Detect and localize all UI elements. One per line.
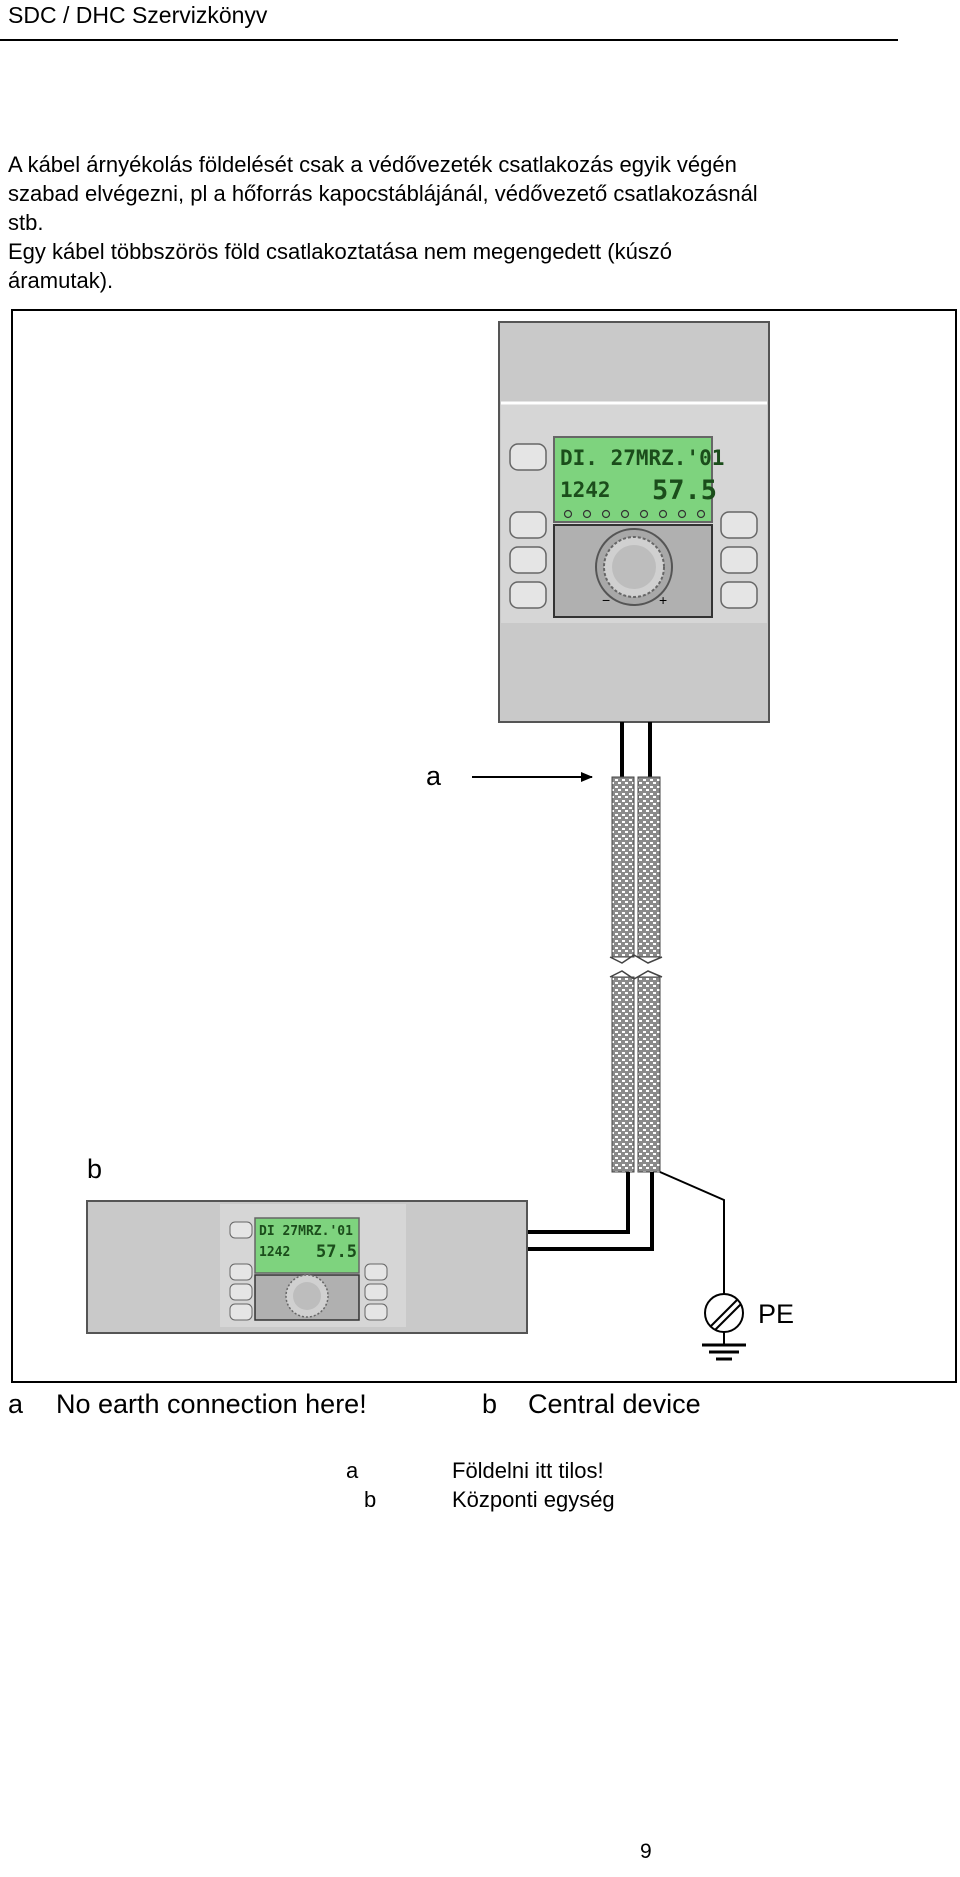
shielded-cable-lower: [609, 970, 663, 1173]
legend-b-key: b: [364, 1487, 377, 1512]
mode-symbols: [563, 509, 706, 519]
display-line-2-right: 57.5: [652, 475, 717, 506]
legend-a-text: Földelni itt tilos!: [452, 1458, 604, 1483]
pe-earth-symbol: [702, 1293, 746, 1361]
right-buttons: [720, 511, 758, 609]
figure-frame: [11, 309, 957, 1383]
caption-b-text: Central device: [528, 1389, 701, 1419]
paragraph-2: Egy kábel többszörös föld csatlakoztatás…: [8, 237, 908, 295]
knob-plus-label: +: [659, 592, 667, 608]
central-device: DI 27MRZ.'01 1242 57.5: [86, 1200, 528, 1334]
small-display-line-2-left: 1242: [259, 1245, 290, 1260]
shielded-cable-upper: [609, 776, 663, 964]
shield-drain-wire: [659, 1171, 725, 1294]
small-lcd-display: [254, 1217, 360, 1274]
page-number: 9: [640, 1840, 652, 1863]
label-a: a: [426, 761, 442, 791]
paragraph-1: A kábel árnyékolás földelését csak a véd…: [8, 150, 908, 237]
paragraph-line: Egy kábel többszörös föld csatlakoztatás…: [8, 239, 673, 264]
lcd-display: [553, 436, 713, 523]
paragraph-line: A kábel árnyékolás földelését csak a véd…: [8, 152, 737, 177]
header-title: SDC / DHC Szervizkönyv: [8, 2, 268, 28]
paragraph-line: stb.: [8, 210, 44, 235]
caption-a-text: No earth connection here!: [56, 1389, 367, 1419]
legend-b-text: Központi egység: [452, 1487, 615, 1512]
caption-a-key: a: [8, 1389, 24, 1419]
knob-minus-label: −: [602, 592, 610, 608]
left-buttons: [509, 443, 547, 609]
small-display-line-1: DI 27MRZ.'01: [259, 1224, 353, 1239]
wiring-figure: DI. 27MRZ.'01 1242 57.5 − +: [11, 309, 957, 1383]
header-rule: [0, 39, 898, 41]
caption-b-key: b: [482, 1389, 498, 1419]
paragraph-line: áramutak).: [8, 268, 114, 293]
wall-controller: DI. 27MRZ.'01 1242 57.5 − +: [498, 321, 770, 723]
controller-wires: [620, 722, 652, 777]
display-line-1: DI. 27MRZ.'01: [560, 446, 724, 470]
display-line-2-left: 1242: [560, 478, 611, 502]
paragraph-line: szabad elvégezni, pl a hőforrás kapocstá…: [8, 181, 758, 206]
legend-a-key: a: [346, 1458, 359, 1483]
pe-label: PE: [758, 1299, 794, 1329]
small-display-line-2-right: 57.5: [316, 1242, 357, 1262]
label-b: b: [87, 1154, 102, 1184]
small-right-buttons: [364, 1263, 388, 1321]
small-left-buttons: [229, 1221, 253, 1321]
